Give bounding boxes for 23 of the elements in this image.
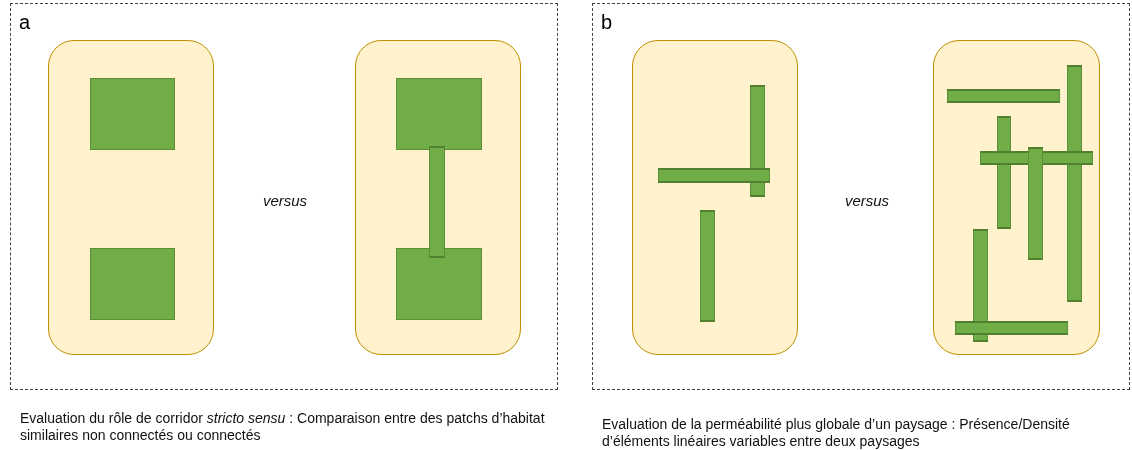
linear-corridor xyxy=(657,167,770,183)
versus-label: versus xyxy=(843,192,891,209)
linear-corridor xyxy=(1066,64,1082,302)
caption: Evaluation du rôle de corridor stricto sensu : Comparaison entre des patchs d’habitat similaires non connectés ou connectés xyxy=(20,410,546,444)
panel-frame xyxy=(10,3,558,390)
versus-label: versus xyxy=(261,192,309,209)
linear-corridor xyxy=(699,209,715,322)
habitat-patch xyxy=(89,77,175,150)
habitat-patch xyxy=(89,247,175,320)
habitat-patch xyxy=(395,247,482,320)
landscape-box xyxy=(48,40,214,355)
panel-frame xyxy=(592,3,1130,390)
linear-corridor xyxy=(1027,146,1043,260)
linear-corridor xyxy=(428,145,445,258)
linear-corridor xyxy=(954,320,1068,335)
landscape-box xyxy=(632,40,798,355)
habitat-patch xyxy=(395,77,482,150)
landscape-box xyxy=(933,40,1100,355)
caption: Evaluation de la perméabilité plus globale d’un paysage : Présence/Densité d’éléments linéaires variables entre deux paysages xyxy=(602,416,1071,450)
panel-letter: b xyxy=(601,10,613,34)
panel-letter: a xyxy=(19,10,31,34)
landscape-box xyxy=(355,40,521,355)
linear-corridor xyxy=(946,88,1060,103)
